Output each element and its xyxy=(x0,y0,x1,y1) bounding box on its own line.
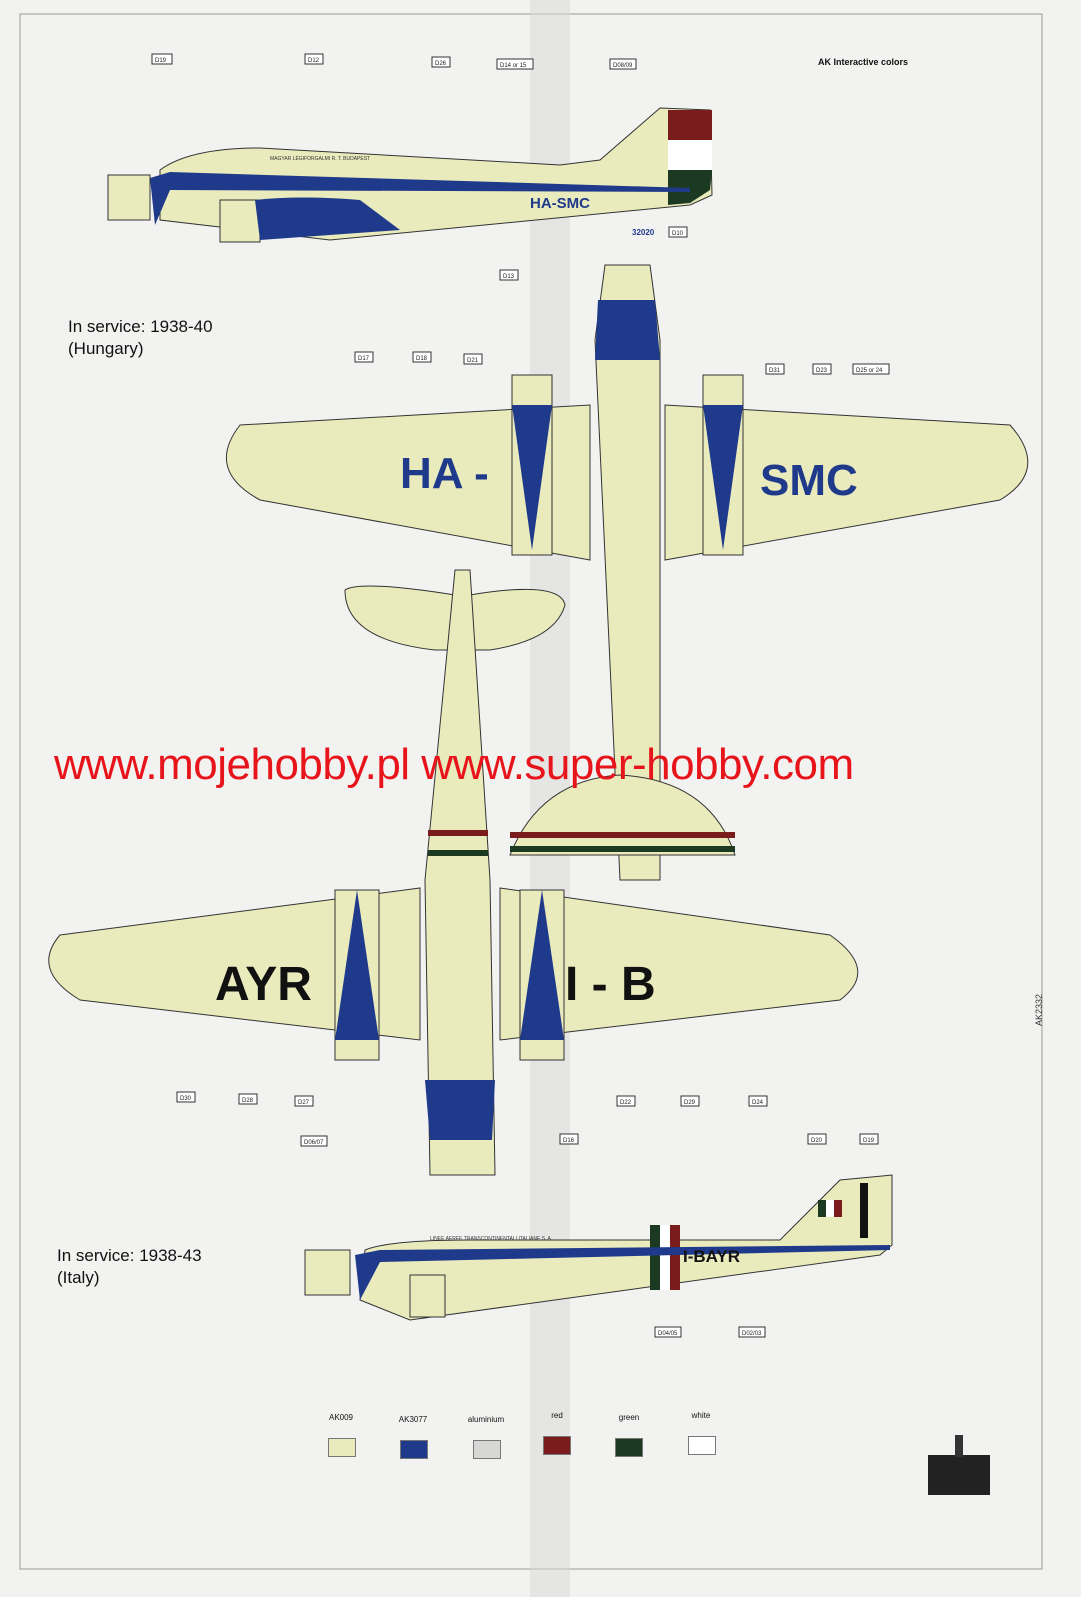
legend-swatch xyxy=(615,1438,643,1457)
service-country: (Italy) xyxy=(57,1268,100,1287)
callout: D23 xyxy=(816,368,828,374)
registration-side-hungary: HA-SMC xyxy=(530,195,590,212)
callout: D19 xyxy=(155,58,167,64)
callout: D31 xyxy=(769,368,781,374)
plan-view-lower: AYR I - B xyxy=(48,569,859,1176)
side-view-hungary: HA-SMC MAGYAR LÉGIFORGALMI R. T. BUDAPES… xyxy=(107,107,713,243)
service-info-hungary: In service: 1938-40 (Hungary) xyxy=(68,316,213,360)
callout: D13 xyxy=(503,274,515,280)
wing-reg-left-italy: AYR xyxy=(215,958,312,1011)
legend-swatch xyxy=(688,1436,716,1455)
serial-number: 32020 xyxy=(632,228,655,237)
callout: D19 xyxy=(863,1138,875,1144)
callout: D30 xyxy=(180,1096,192,1102)
callout: D17 xyxy=(358,356,370,362)
callout: D18 xyxy=(416,356,428,362)
callout: D21 xyxy=(467,358,479,364)
sheet-code: AK2332 xyxy=(1034,993,1045,1027)
service-years: In service: 1938-43 xyxy=(57,1246,202,1265)
callout: D02/03 xyxy=(742,1331,762,1337)
callout: D06/07 xyxy=(304,1140,324,1146)
balaton-modell-logo xyxy=(928,1435,990,1495)
callout: D14 or 15 xyxy=(500,63,527,69)
callout: D24 xyxy=(752,1100,764,1106)
plan-view-upper: HA - SMC xyxy=(225,264,1029,881)
legend-label: green xyxy=(618,1413,640,1422)
watermark: www.mojehobby.pl www.super-hobby.com xyxy=(54,740,854,789)
callout: D27 xyxy=(298,1100,310,1106)
callout: D20 xyxy=(811,1138,823,1144)
service-info-italy: In service: 1938-43 (Italy) xyxy=(57,1245,202,1289)
legend-label: red xyxy=(551,1411,563,1420)
legend-swatch xyxy=(473,1440,501,1459)
callout: D12 xyxy=(308,58,320,64)
callout: D16 xyxy=(563,1138,575,1144)
wing-reg-left-hungary: HA - xyxy=(400,449,489,498)
fuselage-text-hungary: MAGYAR LÉGIFORGALMI R. T. BUDAPEST xyxy=(270,155,370,162)
registration-side-italy: I-BAYR xyxy=(683,1247,740,1266)
fuselage-text-italy: LINEE AEREE TRANSCONTINENTALI ITALIANE S… xyxy=(430,1236,552,1242)
legend-label: AK009 xyxy=(328,1413,354,1422)
wing-reg-right-hungary: SMC xyxy=(760,456,858,505)
legend-swatch xyxy=(400,1440,428,1459)
service-country: (Hungary) xyxy=(68,339,144,358)
callout: D04/05 xyxy=(658,1331,678,1337)
callout: D22 xyxy=(620,1100,632,1106)
callout: D29 xyxy=(684,1100,696,1106)
legend-swatch xyxy=(543,1436,571,1455)
legend-swatch xyxy=(328,1438,356,1457)
colors-title: AK Interactive colors xyxy=(818,57,909,67)
service-years: In service: 1938-40 xyxy=(68,317,213,336)
legend-label: white xyxy=(691,1411,711,1420)
callout-labels: D19 D12 D26 D14 or 15 D08/09 D10 D13 D17… xyxy=(151,53,890,1338)
callout: D08/09 xyxy=(613,63,633,69)
callout: D26 xyxy=(435,61,447,67)
callout: D10 xyxy=(672,231,684,237)
legend-label: AK3077 xyxy=(398,1415,428,1424)
callout: D25 or 24 xyxy=(856,368,883,374)
legend-label: aluminium xyxy=(467,1415,505,1424)
side-view-italy: I-BAYR LINEE AEREE TRANSCONTINENTALI ITA… xyxy=(304,1174,893,1321)
wing-reg-right-italy: I - B xyxy=(565,958,656,1011)
callout: D28 xyxy=(242,1098,254,1104)
